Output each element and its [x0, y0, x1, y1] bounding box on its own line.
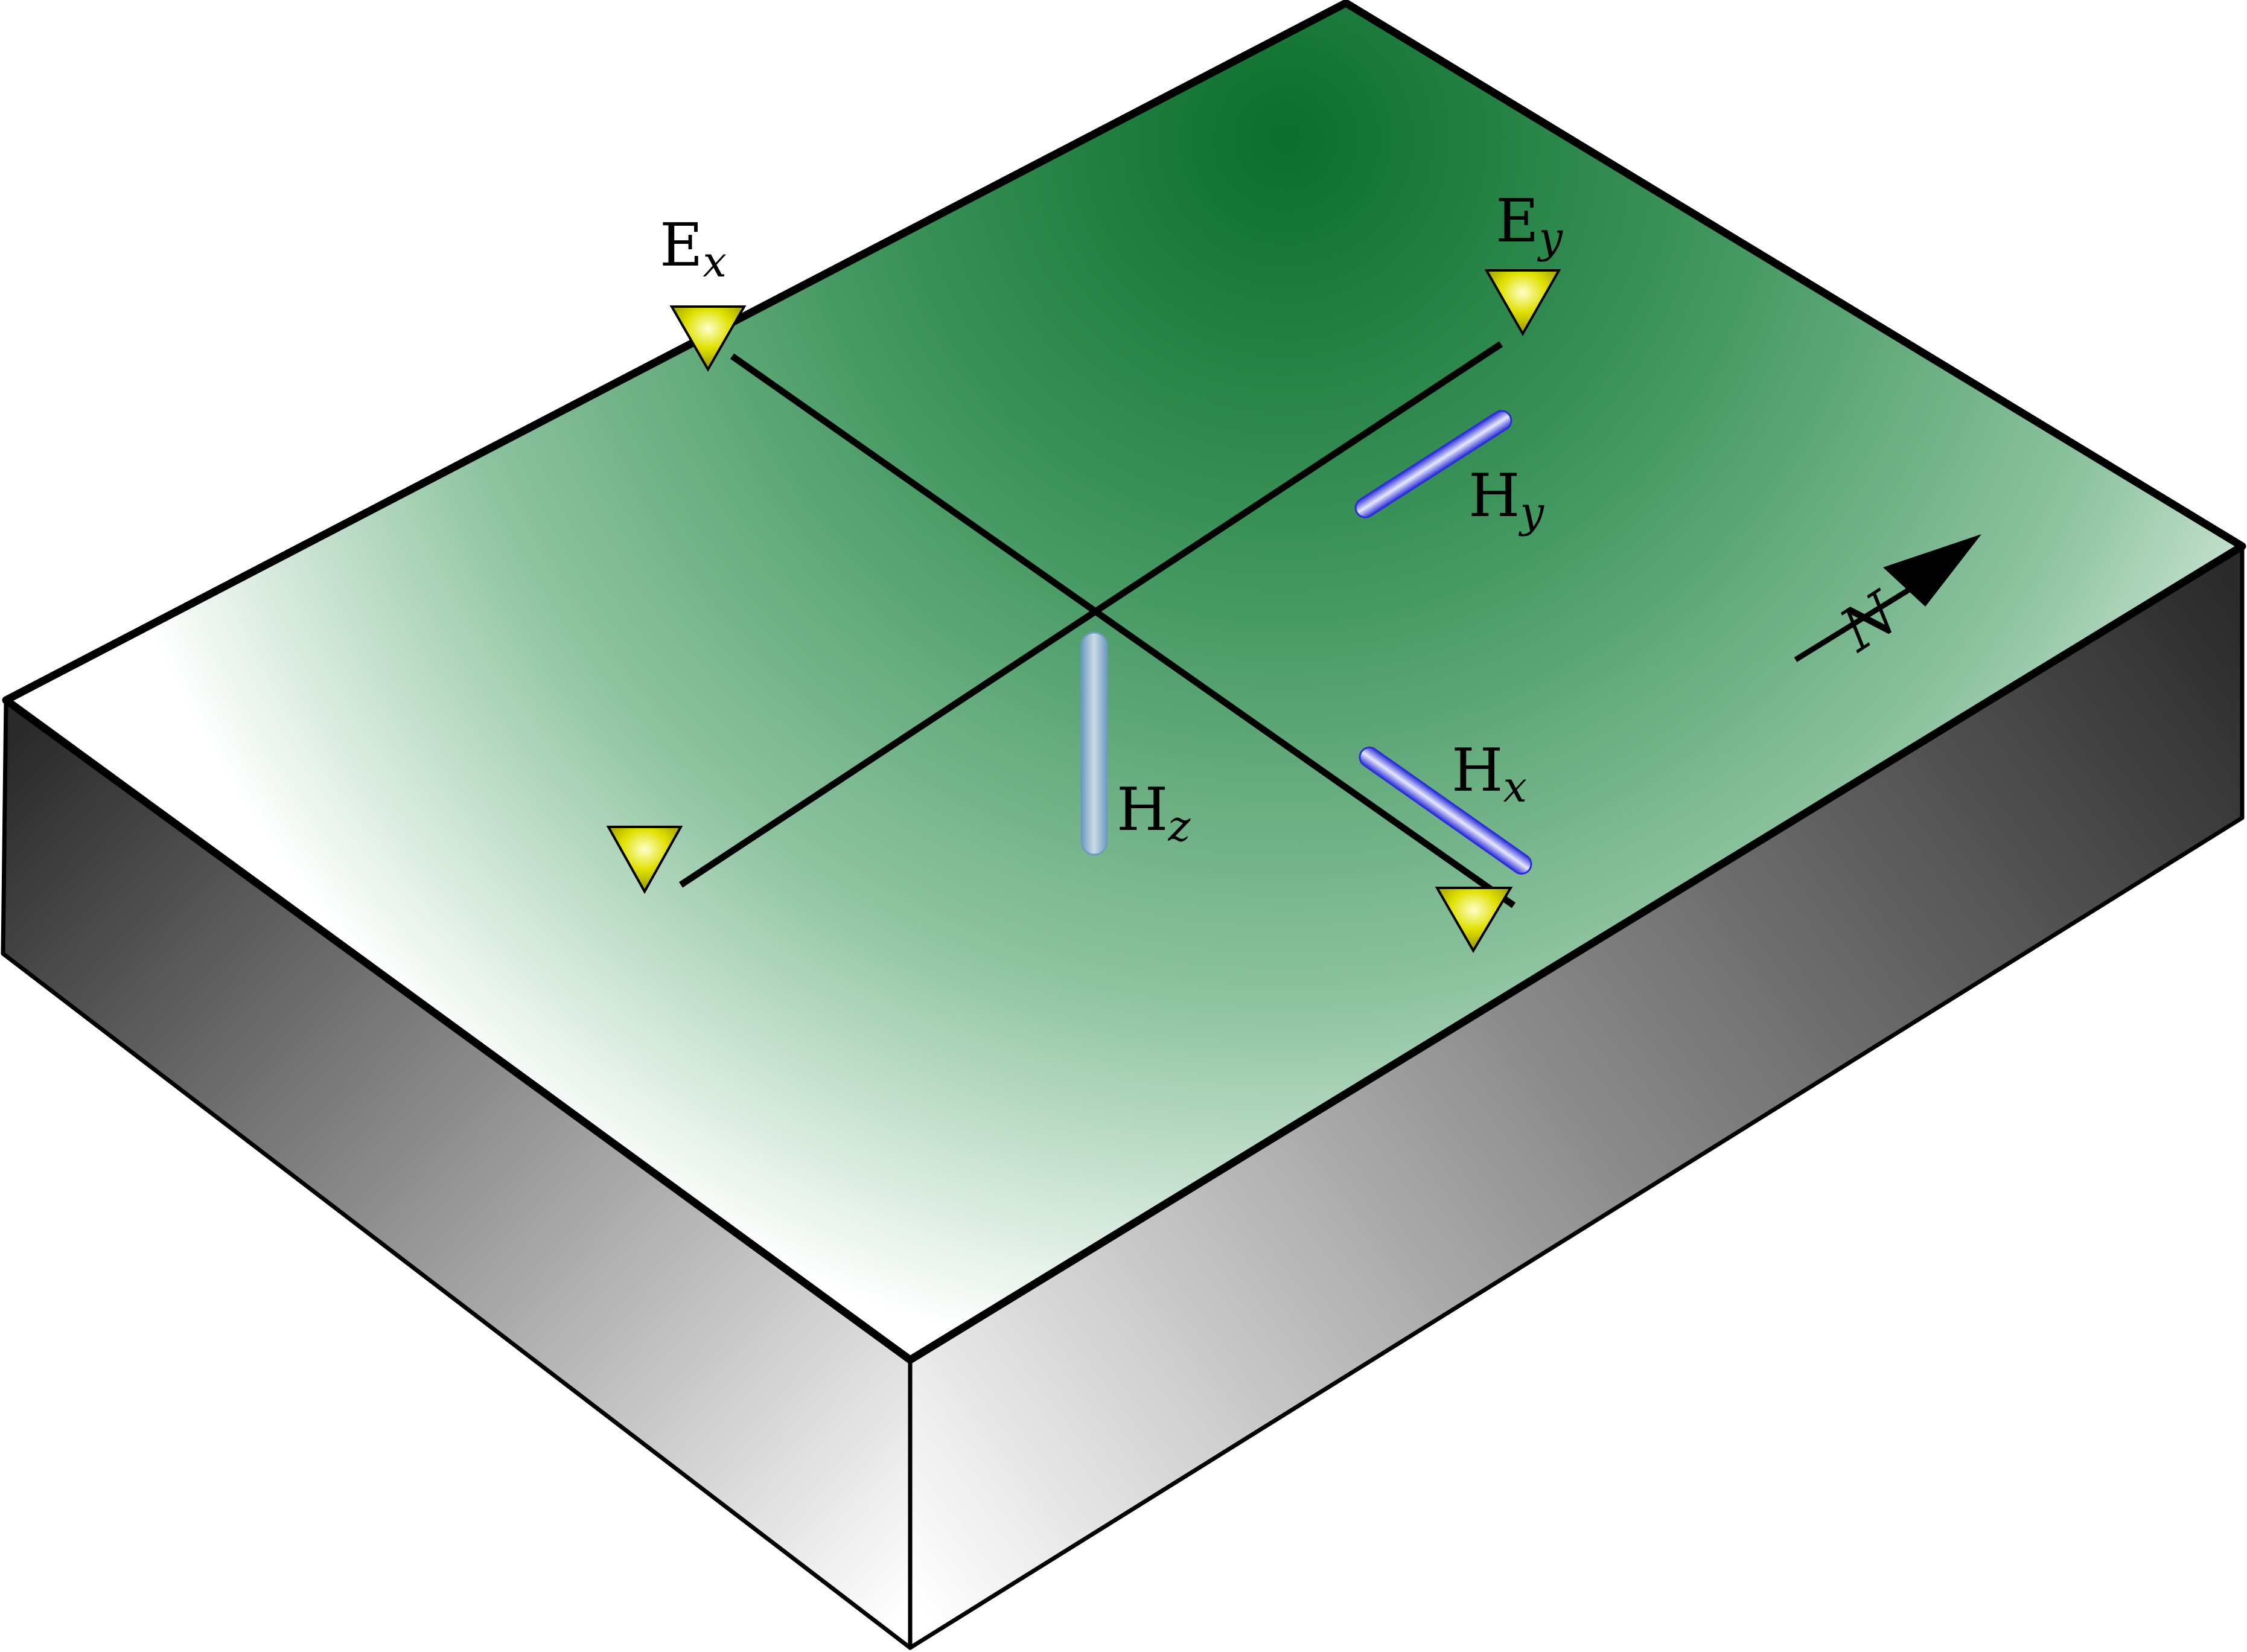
slab-top-surface [2, 0, 2246, 1364]
hz-magnetometer [1080, 631, 1108, 856]
ex-label: Ex [660, 211, 727, 287]
electrode-ex-icon [669, 305, 747, 372]
magnetometers [1080, 410, 1532, 875]
hy-label: Hy [1468, 462, 1544, 537]
electrode-ey-icon [1484, 269, 1561, 337]
ex-dipole-wire [730, 353, 1516, 908]
north-arrowhead-icon [1883, 534, 1981, 607]
electrode-west-icon [606, 826, 683, 895]
ey-dipole-wire [678, 341, 1503, 888]
hy-magnetometer [1354, 410, 1512, 518]
electrodes [606, 269, 1561, 953]
labels: Ex Ey Hy Hx Hz [660, 187, 1564, 851]
electrode-south-icon [1435, 887, 1513, 953]
hx-magnetometer [1359, 746, 1532, 875]
ey-label: Ey [1496, 187, 1564, 263]
dipole-wires [678, 341, 1516, 908]
hz-label: Hz [1117, 776, 1191, 851]
hx-label: Hx [1452, 736, 1527, 812]
